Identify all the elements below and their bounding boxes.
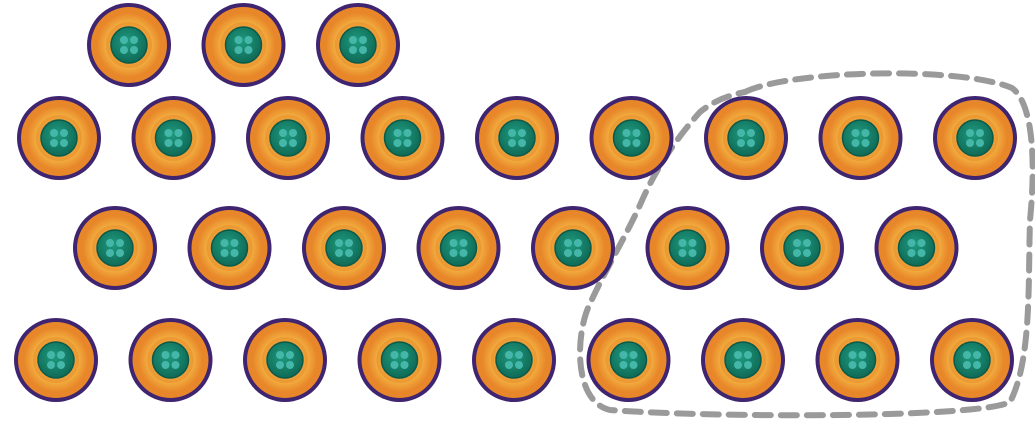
button-icon — [17, 96, 101, 180]
button-icon — [316, 3, 400, 87]
buttons-layer — [14, 3, 1017, 402]
button-icon — [590, 96, 674, 180]
button-icon — [14, 318, 98, 402]
button-icon — [819, 96, 903, 180]
button-icon — [188, 206, 272, 290]
button-icon — [875, 206, 959, 290]
button-icon — [87, 3, 171, 87]
button-icon — [132, 96, 216, 180]
button-icon — [760, 206, 844, 290]
button-icon — [587, 318, 671, 402]
button-icon — [701, 318, 785, 402]
button-icon — [129, 318, 213, 402]
button-icon — [704, 96, 788, 180]
button-icon — [475, 96, 559, 180]
button-icon — [417, 206, 501, 290]
button-icon — [933, 96, 1017, 180]
button-icon — [246, 96, 330, 180]
button-icon — [646, 206, 730, 290]
button-icon — [930, 318, 1014, 402]
button-icon — [302, 206, 386, 290]
button-icon — [358, 318, 442, 402]
button-icon — [243, 318, 327, 402]
button-icon — [361, 96, 445, 180]
button-icon — [531, 206, 615, 290]
button-icon — [73, 206, 157, 290]
button-icon — [472, 318, 556, 402]
button-icon — [202, 3, 286, 87]
button-icon — [816, 318, 900, 402]
